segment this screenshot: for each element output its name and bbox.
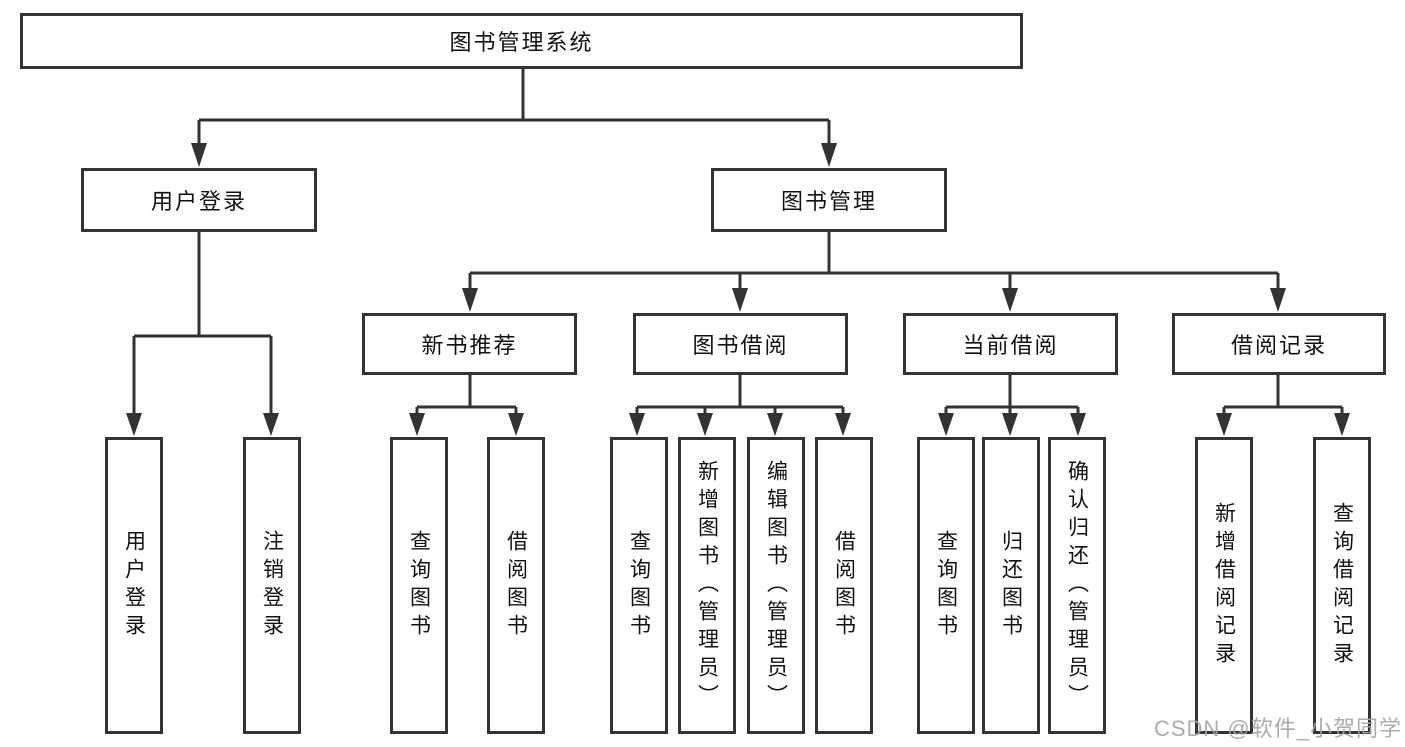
node-borrow-records-label: 借阅记录 [1230,333,1327,358]
node-leaf-edit-books-admin-label: 编辑图书（管理员） [764,459,788,712]
node-leaf-borrow-books-1: 借阅图书 [487,437,545,734]
node-leaf-query-books-1-label: 查询图书 [407,529,431,642]
node-leaf-query-borrow-record-label: 查询借阅记录 [1330,501,1354,670]
node-new-book-recommend: 新书推荐 [362,313,577,375]
node-leaf-query-books-3: 查询图书 [917,437,975,734]
node-current-borrow: 当前借阅 [903,313,1118,375]
node-leaf-add-books-admin-label: 新增图书（管理员） [695,459,719,712]
node-user-login-label: 用户登录 [150,189,247,214]
node-book-borrow: 图书借阅 [633,313,848,375]
node-leaf-borrow-books-2: 借阅图书 [815,437,873,734]
node-leaf-user-login: 用户登录 [105,437,163,734]
node-leaf-return-books-label: 归还图书 [999,529,1023,642]
node-leaf-logout-label: 注销登录 [260,529,284,642]
node-leaf-logout: 注销登录 [243,437,301,734]
node-current-borrow-label: 当前借阅 [962,333,1059,358]
node-borrow-records: 借阅记录 [1172,313,1386,375]
node-leaf-query-books-2: 查询图书 [610,437,668,734]
node-leaf-confirm-return-admin-label: 确认归还（管理员） [1065,459,1089,712]
node-leaf-query-books-1: 查询图书 [390,437,448,734]
node-leaf-borrow-books-2-label: 借阅图书 [832,529,856,642]
node-leaf-query-books-2-label: 查询图书 [627,529,651,642]
node-leaf-query-books-3-label: 查询图书 [934,529,958,642]
node-library-system-label: 图书管理系统 [449,30,594,55]
node-leaf-add-borrow-record-label: 新增借阅记录 [1212,501,1236,670]
node-leaf-borrow-books-1-label: 借阅图书 [504,529,528,642]
csdn-watermark: CSDN @软件_小贺同学 [1153,716,1402,741]
node-book-borrow-label: 图书借阅 [692,333,789,358]
node-leaf-user-login-label: 用户登录 [122,529,146,642]
node-leaf-query-borrow-record: 查询借阅记录 [1313,437,1371,734]
node-library-system: 图书管理系统 [20,13,1023,69]
node-leaf-add-borrow-record: 新增借阅记录 [1195,437,1253,734]
node-new-book-recommend-label: 新书推荐 [421,333,518,358]
node-leaf-add-books-admin: 新增图书（管理员） [678,437,736,734]
node-leaf-edit-books-admin: 编辑图书（管理员） [747,437,805,734]
node-book-management: 图书管理 [711,168,947,232]
node-leaf-confirm-return-admin: 确认归还（管理员） [1048,437,1106,734]
node-user-login: 用户登录 [81,168,317,232]
node-book-management-label: 图书管理 [780,189,877,214]
node-leaf-return-books: 归还图书 [982,437,1040,734]
